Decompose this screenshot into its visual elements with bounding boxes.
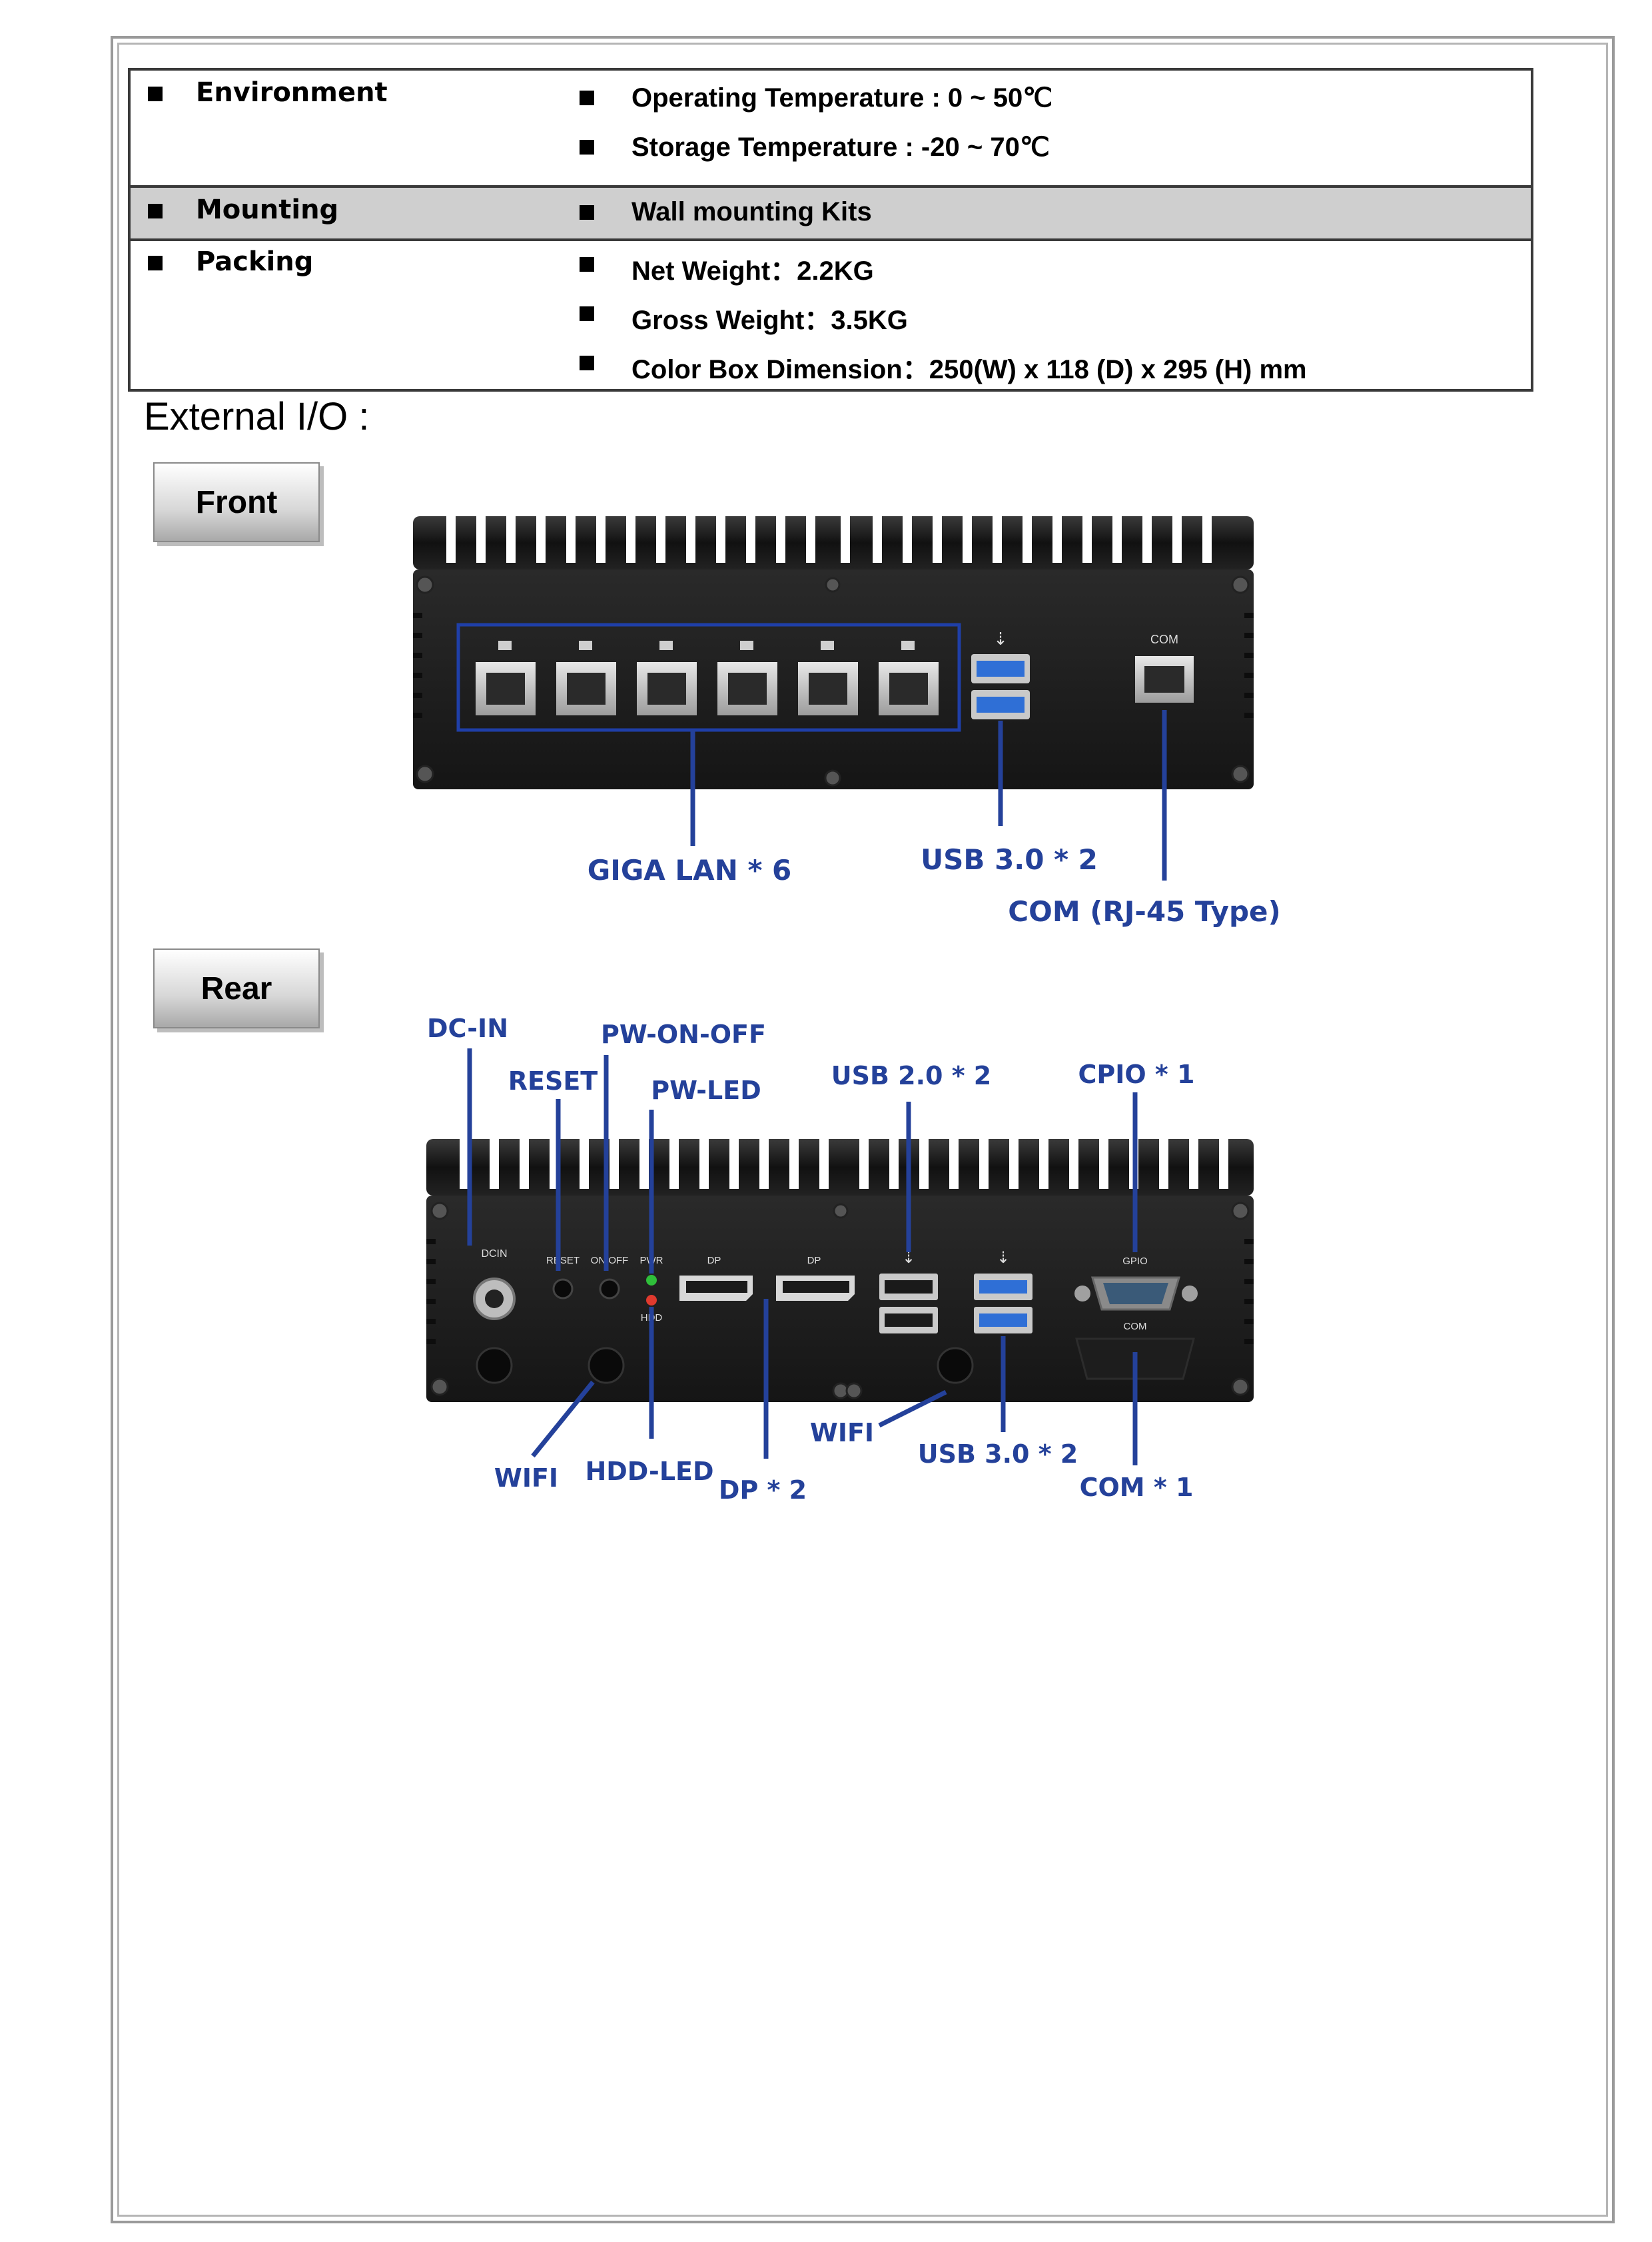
spec-heading: Mounting [196,194,339,225]
callout-front-usb3: USB 3.0 * 2 [921,843,1098,876]
com-port-label: COM [1124,1321,1147,1332]
rear-screws [430,1202,1250,1399]
bullet-square-icon [580,356,594,370]
callout-rear-usb3: USB 3.0 * 2 [918,1439,1078,1469]
lan-icons [498,641,915,650]
bullet-square-icon [580,140,594,155]
front-heatsink-fins [413,516,1254,569]
spec-heading-cell: Mounting [131,188,564,238]
callout-cpio: CPIO * 1 [1078,1060,1195,1089]
rear-device: DCIN RESET ON/OFF PWR HDD DP DP ⇣ [426,1139,1254,1402]
pwr-led [646,1275,657,1286]
bullet-square-icon [580,205,594,220]
spec-values-cell: Net Weight：2.2KG Gross Weight：3.5KG Colo… [564,241,1531,389]
com-port-label: COM [1150,633,1178,646]
power-button [599,1278,620,1300]
lan-group-outline [456,623,961,732]
section-title: External I/O : [144,395,370,438]
callout-dp: DP * 2 [719,1475,807,1505]
rear-usb3-ports: ⇣ [974,1249,1032,1333]
spec-values-cell: Wall mounting Kits [564,188,1531,238]
dcin-port-label: DCIN [481,1248,507,1260]
wifi-antenna-cap-icon [937,1347,974,1384]
callout-com-rj45: COM (RJ-45 Type) [1008,895,1280,928]
usb-icon: ⇣ [997,1249,1010,1267]
callout-wifi-left: WIFI [494,1463,558,1493]
rear-tab-label: Rear [153,948,320,1028]
lan-port [476,662,536,715]
spec-row-packing: Packing Net Weight：2.2KG Gross Weight：3.… [131,241,1531,389]
spec-heading-cell: Packing [131,241,564,389]
lan-port [556,662,616,715]
callout-pw-led: PW-LED [651,1076,761,1105]
bullet-square-icon [148,256,163,270]
spec-heading: Environment [196,77,388,108]
bullet-square-icon [148,204,163,218]
front-callout-lines [690,710,1167,881]
dp-port-label: DP [707,1255,721,1266]
dp-port: DP [776,1255,855,1301]
bullet-square-icon [580,91,594,105]
lan-port [637,662,697,715]
lan-port [717,662,777,715]
front-fin-gaps [446,516,1212,563]
callout-wifi-right: WIFI [810,1418,874,1447]
callout-dc-in: DC-IN [427,1014,508,1043]
bullet-square-icon [580,257,594,272]
bullet-square-icon [148,87,163,101]
usb-icon: ⇣ [902,1249,915,1267]
rear-side-ribs [426,1239,1254,1344]
gpio-connector: GPIO [1074,1256,1198,1311]
rear-callout-lines [467,1048,1138,1465]
callout-reset: RESET [508,1066,598,1096]
hdd-led [646,1295,657,1306]
dc-in-jack-pin [485,1290,504,1308]
lan-port [879,662,939,715]
front-screws [416,575,1250,787]
dp-port-label: DP [807,1255,821,1266]
callout-pw-on-off: PW-ON-OFF [601,1020,766,1049]
gpio-port-label: GPIO [1122,1256,1148,1267]
front-side-ribs [413,613,1254,718]
reset-port-label: RESET [546,1255,580,1266]
wifi-antenna-cap-icon [476,1347,513,1384]
front-tab-label: Front [153,462,320,542]
lan-ports [476,662,939,715]
page-frame [111,36,1615,2223]
spec-row-environment: Environment Operating Temperature : 0 ~ … [131,71,1531,188]
reset-button-hole [552,1278,574,1300]
spec-heading: Packing [196,246,314,277]
front-com-port: COM [1135,633,1194,703]
callout-com: COM * 1 [1080,1473,1194,1502]
spec-heading-cell: Environment [131,71,564,185]
usb2-ports: ⇣ [879,1249,938,1333]
spec-values-cell: Operating Temperature : 0 ~ 50℃ Storage … [564,71,1531,185]
front-device: ⇣ COM [413,516,1254,789]
callout-giga-lan: GIGA LAN * 6 [588,854,792,887]
front-usb3-ports: ⇣ [971,629,1030,719]
wifi-antenna-cap-icon [588,1347,625,1384]
bullet-square-icon [580,306,594,321]
callout-hdd-led: HDD-LED [585,1457,713,1486]
onoff-port-label: ON/OFF [591,1255,629,1266]
spec-row-mounting: Mounting Wall mounting Kits [131,188,1531,241]
lan-port [798,662,858,715]
spec-table: Environment Operating Temperature : 0 ~ … [128,68,1533,392]
usb-icon: ⇣ [993,629,1008,649]
callout-usb2: USB 2.0 * 2 [831,1061,992,1090]
dp-port: DP [679,1255,753,1301]
